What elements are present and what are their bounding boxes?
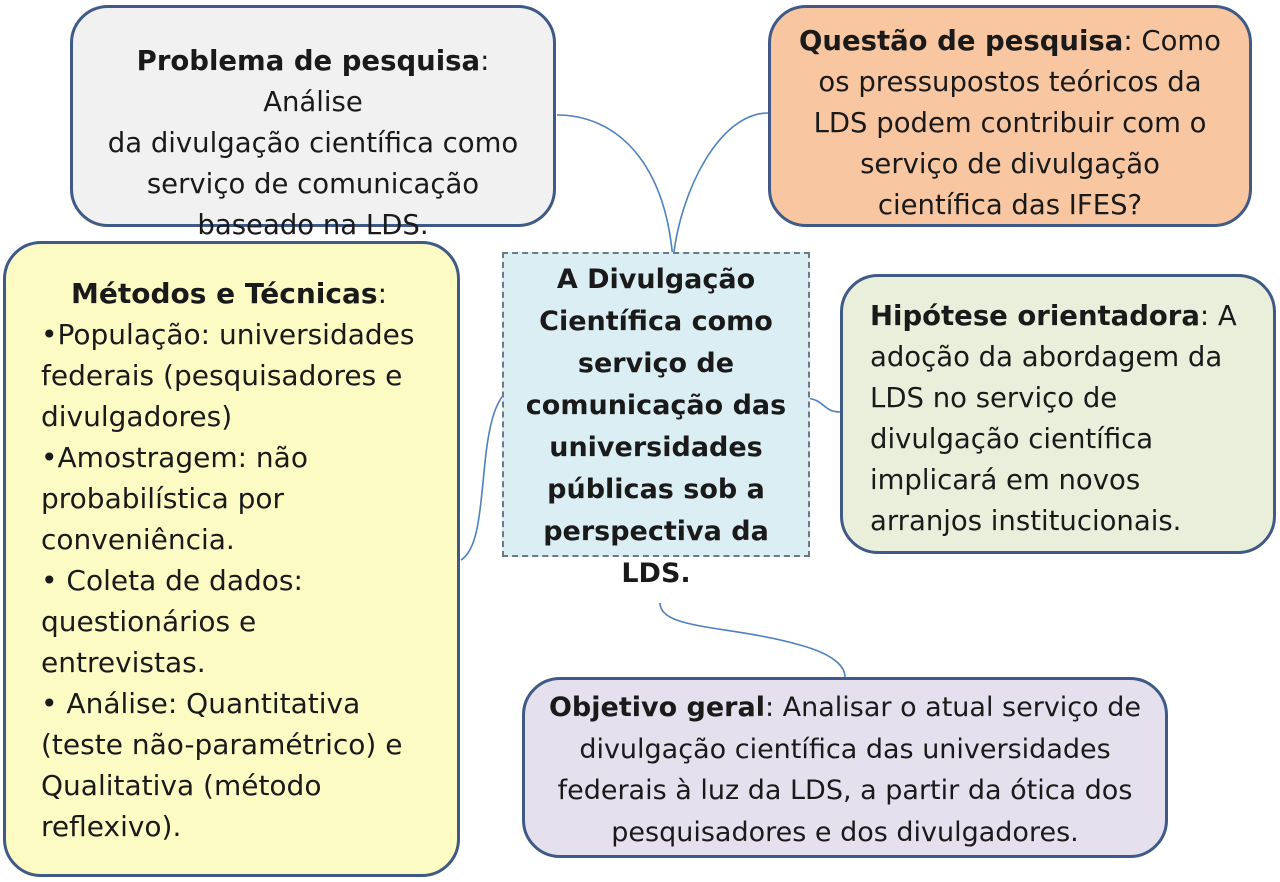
objective-line: federais à luz da LDS, a partir da ótica… xyxy=(557,775,1133,806)
problem-line: serviço de comunicação xyxy=(146,168,480,200)
question-first-text: : Como xyxy=(1123,25,1222,57)
central-topic: A Divulgação Científica como serviço de … xyxy=(502,252,810,589)
question-box: Questão de pesquisa: Como os pressuposto… xyxy=(768,5,1252,227)
hypothesis-first-text: : A xyxy=(1199,300,1237,332)
objective-first-text: : Analisar o atual serviço de xyxy=(764,692,1142,723)
problem-line: baseado na LDS. xyxy=(197,209,429,241)
hypothesis-box: Hipótese orientadora: A adoção da aborda… xyxy=(840,274,1276,554)
connector-objective xyxy=(659,602,846,678)
hypothesis-line: arranjos institucionais. xyxy=(870,505,1182,537)
central-line: serviço de xyxy=(577,348,735,379)
central-line: perspectiva da LDS. xyxy=(543,516,769,589)
connector-question xyxy=(672,112,769,261)
methods-line: Qualitativa (método xyxy=(41,769,322,802)
hypothesis-line: LDS no serviço de xyxy=(870,382,1118,414)
methods-line: divulgadores) xyxy=(41,400,233,433)
objective-box: Objetivo geral: Analisar o atual serviço… xyxy=(522,677,1168,858)
methods-heading: Métodos e Técnicas xyxy=(70,277,378,310)
hypothesis-line: adoção da abordagem da xyxy=(870,341,1223,373)
methods-line: entrevistas. xyxy=(41,646,206,679)
methods-box: Métodos e Técnicas: •População: universi… xyxy=(3,241,460,877)
central-line: comunicação das xyxy=(525,390,787,421)
problem-box: Problema de pesquisa: Análise da divulga… xyxy=(70,5,556,241)
methods-colon: : xyxy=(377,277,387,310)
methods-line: (teste não-paramétrico) e xyxy=(41,728,403,761)
central-line: A Divulgação xyxy=(556,264,756,295)
objective-line: pesquisadores e dos divulgadores. xyxy=(611,816,1079,848)
methods-line: • Coleta de dados: xyxy=(41,564,303,597)
central-line: Científica como xyxy=(539,306,773,337)
methods-line: •População: universidades xyxy=(41,318,415,351)
question-heading: Questão de pesquisa xyxy=(798,25,1124,57)
problem-line: da divulgação científica como xyxy=(107,127,519,159)
methods-line: federais (pesquisadores e xyxy=(41,359,403,392)
methods-line: questionários e xyxy=(41,605,257,638)
connector-problem xyxy=(556,114,674,261)
methods-line: •Amostragem: não xyxy=(41,441,308,474)
problem-heading: Problema de pesquisa xyxy=(136,45,481,77)
methods-line: probabilística por xyxy=(41,482,285,515)
question-line: LDS podem contribuir com o xyxy=(813,107,1207,139)
hypothesis-line: implicará em novos xyxy=(870,464,1141,496)
question-line: serviço de divulgação xyxy=(860,148,1160,180)
central-line: públicas sob a xyxy=(547,474,765,505)
central-line: universidades xyxy=(549,432,763,463)
hypothesis-line: divulgação científica xyxy=(870,423,1154,455)
question-line: científica das IFES? xyxy=(877,189,1143,221)
methods-line: conveniência. xyxy=(41,523,235,556)
hypothesis-heading: Hipótese orientadora xyxy=(870,300,1200,332)
objective-line: divulgação científica das universidades xyxy=(579,733,1111,765)
problem-first-text: : Análise xyxy=(263,45,490,118)
methods-line: • Análise: Quantitativa xyxy=(41,687,361,720)
question-line: os pressupostos teóricos da xyxy=(818,66,1202,98)
methods-line: reflexivo). xyxy=(41,810,182,843)
objective-heading: Objetivo geral xyxy=(548,692,765,723)
